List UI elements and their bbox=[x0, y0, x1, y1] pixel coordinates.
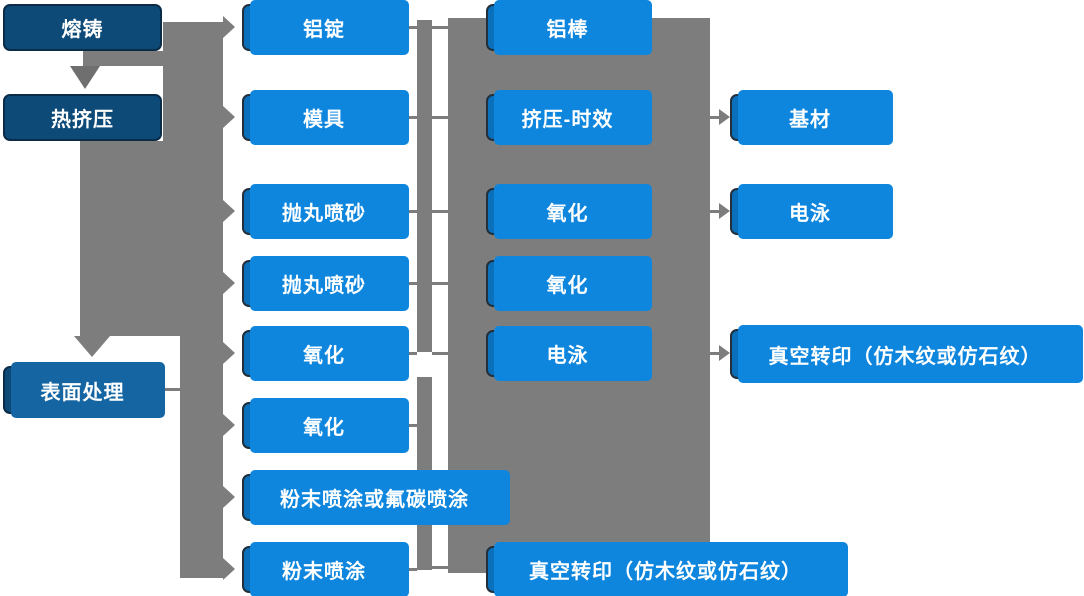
node-aluminum-rod: 铝棒 bbox=[486, 0, 652, 55]
node-oxidation-c3-1: 氧化 bbox=[486, 184, 652, 239]
arrow-to-shot-blasting-2 bbox=[223, 272, 235, 294]
node-oxidation-c2-2: 氧化 bbox=[242, 398, 409, 453]
node-extrusion-aging: 挤压-时效 bbox=[486, 90, 652, 145]
node-vacuum-transfer-c3: 真空转印（仿木纹或仿石纹） bbox=[486, 542, 848, 596]
tie-oxidation-c3-2 bbox=[432, 282, 448, 285]
arrow-down-to-surface-treatment bbox=[74, 336, 110, 357]
arrow-to-shot-blasting-1 bbox=[223, 200, 235, 222]
arrow-to-powder-coating bbox=[223, 558, 235, 580]
stem-to-base-material bbox=[710, 116, 720, 119]
node-hot-extrusion: 热挤压 bbox=[3, 94, 162, 141]
arrow-to-powder-or-fluorocarbon bbox=[223, 486, 235, 508]
node-label: 氧化 bbox=[546, 275, 589, 297]
node-label: 电泳 bbox=[789, 203, 831, 225]
tie-electrophoresis-c3 bbox=[432, 352, 448, 355]
node-label: 粉末喷涂或氟碳喷涂 bbox=[280, 489, 469, 511]
node-label: 模具 bbox=[303, 109, 345, 131]
node-shot-blasting-1: 抛丸喷砂 bbox=[242, 184, 409, 239]
connector-vertical-lane-2a bbox=[417, 20, 432, 352]
tie-aluminum-ingot bbox=[406, 26, 417, 29]
node-shot-blasting-2: 抛丸喷砂 bbox=[242, 256, 409, 311]
node-mold: 模具 bbox=[242, 90, 409, 145]
node-label: 氧化 bbox=[303, 345, 345, 367]
connector-under-casting bbox=[83, 51, 183, 66]
arrow-to-electrophoresis-c4 bbox=[719, 203, 730, 219]
arrow-to-aluminum-ingot bbox=[223, 16, 235, 38]
connector-surface-treatment-out bbox=[162, 388, 182, 391]
stem-to-vacuum-transfer-c4 bbox=[710, 352, 720, 355]
node-powder-coating: 粉末喷涂 bbox=[242, 542, 409, 596]
tie-oxidation-c2-2 bbox=[406, 424, 417, 427]
node-label: 氧化 bbox=[546, 203, 589, 225]
tie-aluminum-rod bbox=[432, 26, 448, 29]
arrow-down-to-hot-extrusion bbox=[70, 66, 100, 89]
node-aluminum-ingot: 铝锭 bbox=[242, 0, 409, 55]
node-oxidation-c3-2: 氧化 bbox=[486, 256, 652, 311]
node-label: 粉末喷涂 bbox=[282, 561, 366, 583]
tie-mold bbox=[406, 116, 417, 119]
node-surface-treatment: 表面处理 bbox=[3, 362, 165, 418]
arrow-to-vacuum-transfer-c4 bbox=[719, 345, 730, 361]
node-label: 铝锭 bbox=[303, 19, 345, 41]
node-powder-or-fluorocarbon: 粉末喷涂或氟碳喷涂 bbox=[242, 470, 510, 525]
node-label: 抛丸喷砂 bbox=[282, 203, 366, 225]
node-label: 基材 bbox=[789, 109, 831, 131]
node-label: 挤压-时效 bbox=[521, 109, 614, 131]
node-label: 氧化 bbox=[303, 417, 345, 439]
node-electrophoresis-c4: 电泳 bbox=[730, 184, 893, 239]
node-label: 真空转印（仿木纹或仿石纹） bbox=[529, 561, 802, 583]
stem-to-electrophoresis-c4 bbox=[710, 210, 720, 213]
node-label: 表面处理 bbox=[40, 381, 125, 404]
node-label: 熔铸 bbox=[61, 19, 104, 41]
arrow-to-oxidation-c2-1 bbox=[223, 342, 235, 364]
node-label: 铝棒 bbox=[546, 19, 589, 41]
tie-shot-blasting-2 bbox=[406, 282, 417, 285]
node-base-material: 基材 bbox=[730, 90, 893, 145]
tie-oxidation-c2-1 bbox=[406, 352, 417, 355]
node-label: 热挤压 bbox=[51, 109, 114, 131]
tie-vacuum-transfer-c3 bbox=[432, 566, 448, 569]
node-label: 真空转印（仿木纹或仿石纹） bbox=[768, 345, 1042, 368]
tie-shot-blasting-1 bbox=[406, 210, 417, 213]
arrow-to-base-material bbox=[719, 109, 730, 125]
tie-powder-coating bbox=[406, 568, 417, 571]
node-label: 抛丸喷砂 bbox=[282, 275, 366, 297]
node-melting-casting: 熔铸 bbox=[3, 4, 162, 51]
connector-mid-slab bbox=[80, 141, 223, 336]
node-electrophoresis-c3: 电泳 bbox=[486, 326, 652, 381]
tie-oxidation-c3-1 bbox=[432, 210, 448, 213]
node-vacuum-transfer-c4: 真空转印（仿木纹或仿石纹） bbox=[730, 325, 1083, 383]
node-oxidation-c2-1: 氧化 bbox=[242, 326, 409, 381]
tie-extrusion-aging bbox=[432, 116, 448, 119]
node-label: 电泳 bbox=[546, 345, 589, 367]
arrow-to-oxidation-c2-2 bbox=[223, 414, 235, 436]
arrow-to-mold bbox=[223, 106, 235, 128]
